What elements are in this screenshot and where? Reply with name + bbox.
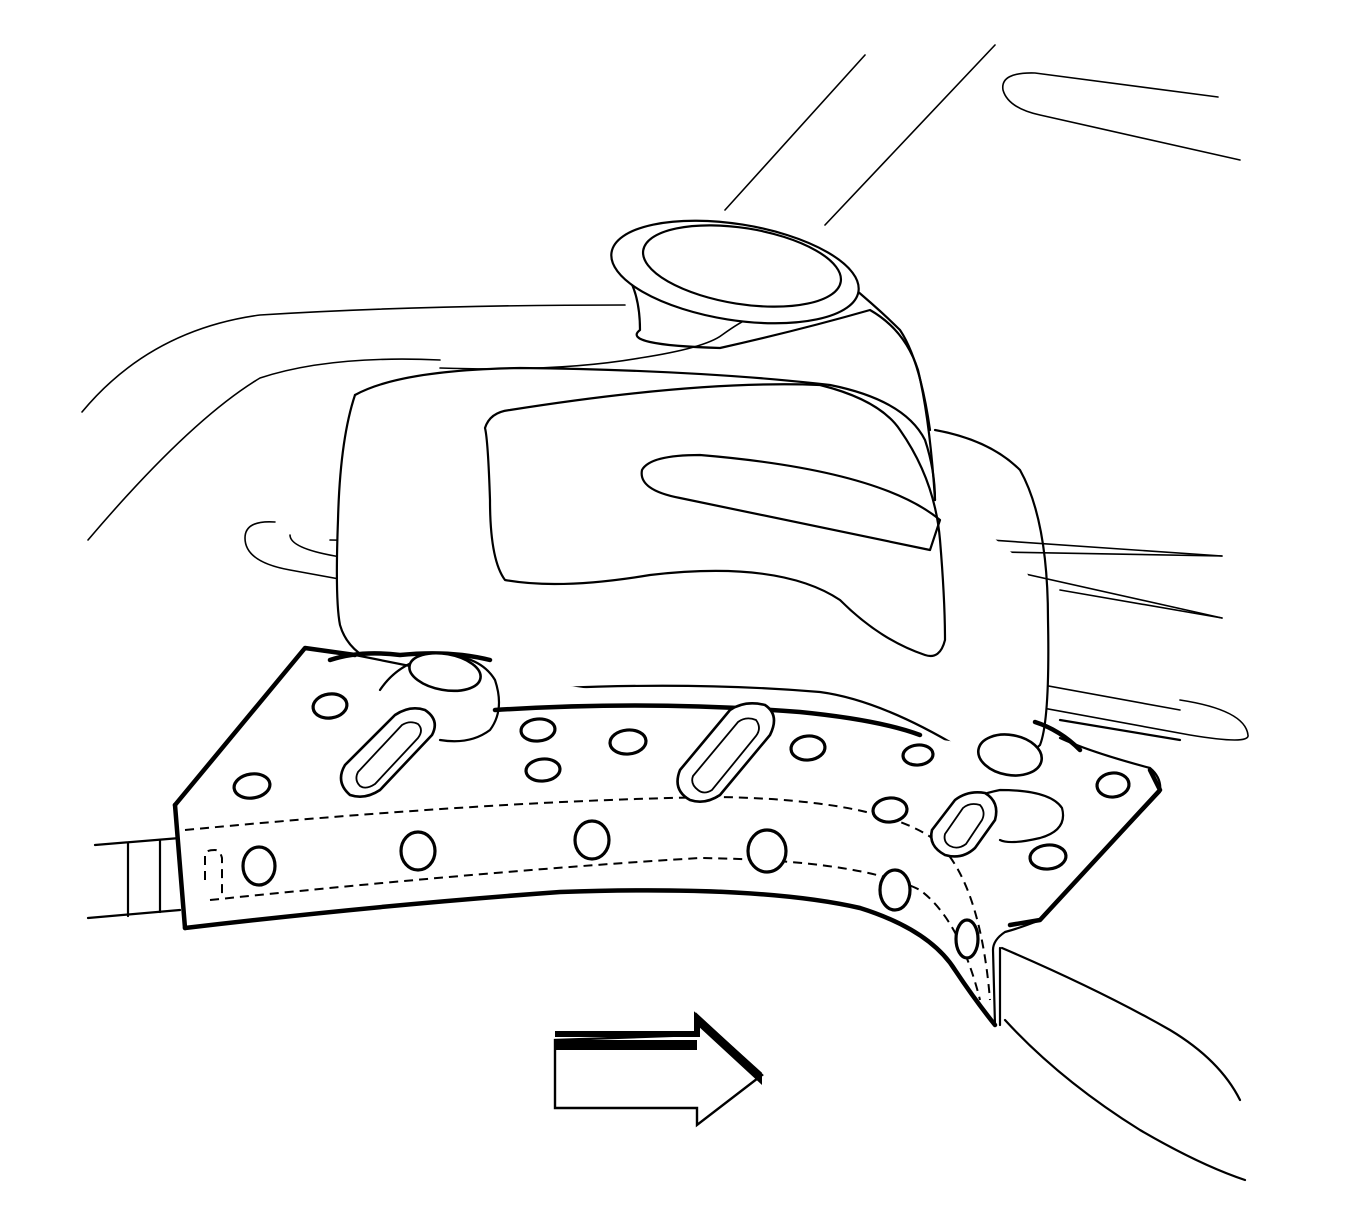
bracket-hole — [878, 868, 912, 912]
bracket-hole — [573, 819, 611, 861]
bracket-hole — [871, 796, 909, 824]
bracket-hole — [954, 918, 980, 960]
bracket-hole — [1095, 771, 1131, 799]
bracket-hole — [399, 830, 437, 872]
bracket-hole — [311, 692, 349, 720]
bracket-hole — [524, 757, 562, 783]
stud-right — [930, 733, 1065, 858]
bracket-hole — [746, 828, 788, 874]
bracket-hole — [241, 845, 277, 887]
bracket-hole — [901, 743, 935, 767]
stud-middle — [676, 702, 776, 803]
stud-left — [339, 651, 501, 798]
bracket-hole — [789, 734, 827, 762]
bracket-hole — [519, 717, 557, 743]
left-frame-rail-stub — [86, 836, 182, 920]
direction-arrow-icon — [553, 1011, 764, 1128]
welded-studs — [339, 651, 1065, 858]
right-frame-rail-stub — [998, 946, 1247, 1182]
bracket-holes — [232, 692, 1131, 960]
bracket-hole — [232, 772, 272, 800]
bracket-hole — [1028, 843, 1068, 871]
background-frame-lines — [724, 44, 1241, 226]
bracket-hole — [608, 728, 648, 756]
top-cap — [610, 219, 860, 325]
